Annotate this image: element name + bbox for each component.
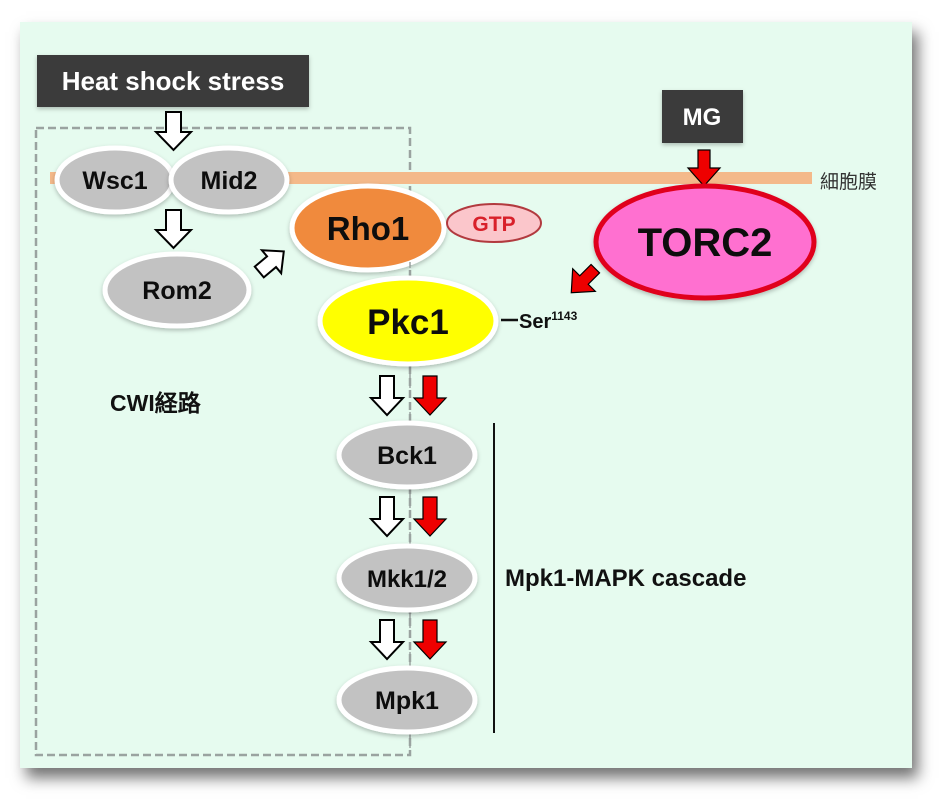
heat-shock-stimulus: Heat shock stress (37, 55, 309, 107)
white-arrow (368, 375, 406, 417)
arrow-torc2-to-pkc1 (570, 263, 601, 294)
heat-shock-label: Heat shock stress (62, 66, 285, 96)
arrow-mg-to-torc2 (686, 149, 722, 187)
svg-text:Wsc1: Wsc1 (82, 167, 147, 195)
node-wsc1: Wsc1 (54, 145, 176, 215)
svg-text:Mpk1: Mpk1 (375, 687, 439, 715)
cascade-label: Mpk1-MAPK cascade (505, 565, 746, 592)
arrow-heat-to-sensors (153, 111, 194, 152)
svg-text:Pkc1: Pkc1 (367, 303, 449, 342)
node-rom2: Rom2 (102, 251, 252, 329)
node-bck1: Bck1 (336, 420, 478, 490)
svg-text:TORC2: TORC2 (638, 221, 773, 265)
arrow-sensors-to-rom2 (153, 209, 194, 250)
arrows-pkc1-to-bck1 (368, 375, 448, 417)
membrane-label: 細胞膜 (820, 171, 877, 193)
svg-text:Rho1: Rho1 (327, 210, 410, 247)
red-arrow (412, 619, 448, 660)
cwi-pathway-label: CWI経路 (110, 390, 202, 416)
node-pkc1: Pkc1 (317, 275, 499, 367)
white-arrow (368, 496, 406, 538)
node-mid2: Mid2 (168, 145, 290, 215)
phospho-site-label: Ser1143 (519, 309, 578, 333)
red-arrow (412, 375, 448, 416)
mg-stimulus: MG (662, 90, 743, 143)
node-mpk1: Mpk1 (336, 665, 478, 735)
arrows-mkk12-to-mpk1 (368, 619, 448, 661)
svg-text:Mid2: Mid2 (201, 167, 258, 195)
white-arrow (368, 619, 406, 661)
svg-text:Mkk1/2: Mkk1/2 (367, 566, 447, 593)
svg-text:GTP: GTP (472, 213, 515, 236)
mg-label: MG (683, 104, 722, 131)
arrows-bck1-to-mkk12 (368, 496, 448, 538)
node-rho1: Rho1 (289, 183, 447, 273)
node-gtp: GTP (446, 203, 542, 243)
node-mkk12: Mkk1/2 (336, 543, 478, 613)
arrow-rom2-to-rho1 (253, 249, 285, 279)
svg-text:Bck1: Bck1 (377, 442, 437, 470)
svg-text:Rom2: Rom2 (142, 277, 211, 305)
red-arrow (412, 496, 448, 537)
node-torc2: TORC2 (593, 183, 817, 301)
